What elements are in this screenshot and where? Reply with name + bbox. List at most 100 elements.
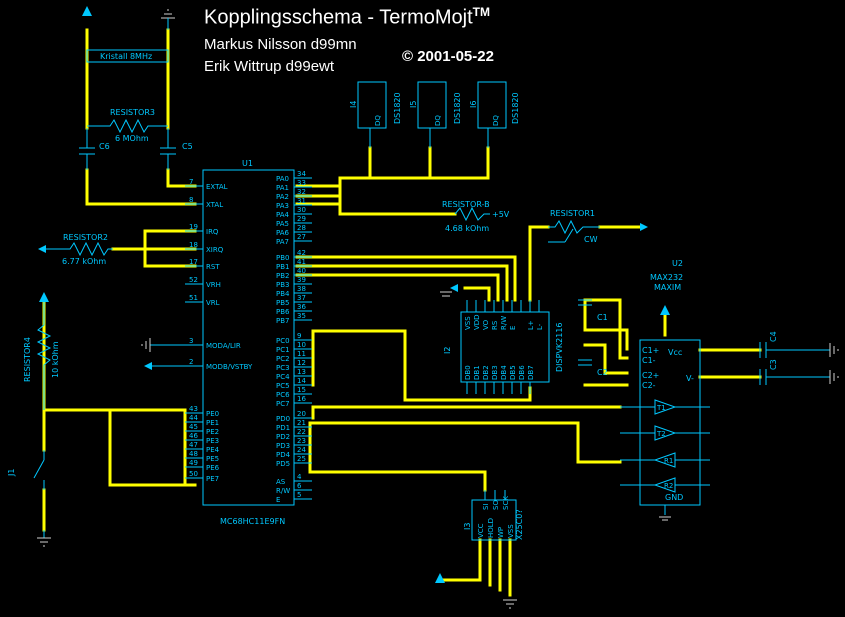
u1-pin-name: PE6 [206, 464, 220, 472]
u1-pin-num: 12 [297, 359, 306, 367]
disp-pin-name: L+ [527, 320, 535, 330]
date-label: © 2001-05-22 [402, 48, 494, 65]
u1-pin-num: 31 [297, 197, 306, 205]
x25-pin-name: WP [497, 527, 505, 538]
u1-pin-num: 30 [297, 206, 306, 214]
u1-pin-num: 10 [297, 341, 306, 349]
svg-text:C5: C5 [182, 142, 193, 151]
u1-pin-num: 50 [189, 470, 198, 478]
resistor-2: RESISTOR2 6.77 kOhm [38, 233, 113, 266]
svg-text:V-: V- [686, 374, 694, 383]
u1-pin-name: PE7 [206, 475, 219, 483]
disp-pin-name: L- [536, 323, 544, 330]
svg-text:Vcc: Vcc [668, 348, 682, 357]
u1-pin-num: 35 [297, 312, 306, 320]
svg-text:C1-: C1- [642, 356, 656, 365]
u1-pin-name: PD0 [276, 415, 290, 423]
u1-pin-num: 41 [297, 258, 306, 266]
u1-pin-num: 27 [297, 233, 306, 241]
u1-pin-name: MODA/LIR [206, 342, 241, 350]
u1-pin-name: AS [276, 478, 286, 486]
u1-pin-name: PD2 [276, 433, 290, 441]
u1-pin-num: 13 [297, 368, 306, 376]
disp-pin-name: DB7 [527, 365, 535, 380]
svg-text:MC68HC11E9FN: MC68HC11E9FN [220, 517, 285, 526]
svg-text:6 MOhm: 6 MOhm [115, 134, 149, 143]
capacitor-c4: C4 [759, 331, 839, 358]
svg-text:I4: I4 [349, 101, 358, 108]
u1-pin-name: PA7 [276, 238, 289, 246]
svg-text:DS1820: DS1820 [453, 92, 462, 124]
u1-pin-name: PD5 [276, 460, 290, 468]
x25-pin-name: VSS [507, 524, 515, 538]
svg-text:C1+: C1+ [642, 346, 659, 355]
u1-pin-num: 36 [297, 303, 306, 311]
u1-pin-name: VRH [206, 281, 221, 289]
u1-pin-name: PC1 [276, 346, 290, 354]
u1-pin-num: 17 [189, 258, 198, 266]
u1-pin-name: PA5 [276, 220, 289, 228]
u1-pin-name: PB1 [276, 263, 289, 271]
svg-text:DISPVK2116: DISPVK2116 [555, 323, 564, 373]
u1-pin-name: PB6 [276, 308, 290, 316]
u1-pin-num: 52 [189, 276, 198, 284]
capacitor-c6: C6 [79, 128, 110, 170]
svg-text:I6: I6 [469, 101, 478, 108]
u1-pin-num: 42 [297, 249, 306, 257]
u1-pin-num: 47 [189, 441, 198, 449]
u1-pin-num: 25 [297, 455, 306, 463]
x25-pin-name: VCC [477, 523, 485, 538]
x25-pin-name: HOLD [487, 518, 495, 538]
eeprom-supply-arrow [435, 573, 445, 583]
svg-text:10 kOhm: 10 kOhm [51, 341, 60, 378]
u1-pin-name: PB2 [276, 272, 289, 280]
u1-pin-name: PB0 [276, 254, 289, 262]
svg-text:DQ: DQ [434, 115, 442, 126]
disp-pin-name: RS [491, 320, 499, 330]
u1-pin-name: E [276, 496, 280, 504]
u1-pin-name: PA4 [276, 211, 290, 219]
author-1: Markus Nilsson d99mn [204, 36, 357, 53]
svg-text:U1: U1 [242, 159, 253, 168]
u1-pin-name: PB7 [276, 317, 289, 325]
svg-text:C6: C6 [99, 142, 110, 151]
resistor-4: RESISTOR4 10 kOhm [23, 292, 60, 410]
svg-text:RESISTOR1: RESISTOR1 [550, 209, 595, 218]
u1-pin-num: 39 [297, 276, 306, 284]
svg-text:DQ: DQ [374, 115, 382, 126]
u1-pin-num: 40 [297, 267, 306, 275]
svg-text:C2-: C2- [642, 381, 656, 390]
u1-pin-num: 14 [297, 377, 306, 385]
u1-pin-name: PC4 [276, 373, 290, 381]
u1-pin-num: 24 [297, 446, 306, 454]
max232-u2: U2 MAX232 MAXIM Vcc V- GND C1+ C1- C2+ C… [620, 259, 710, 521]
switch-j1: J1 [7, 450, 45, 490]
u1-pin-name: PE5 [206, 455, 219, 463]
modb-arrow [144, 362, 195, 370]
capacitor-c5: C5 [160, 128, 193, 170]
svg-text:R2: R2 [664, 482, 673, 490]
svg-text:U2: U2 [672, 259, 683, 268]
svg-text:RESISTOR2: RESISTOR2 [63, 233, 108, 242]
disp-pin-name: DB1 [473, 365, 481, 380]
svg-text:C3: C3 [769, 359, 778, 370]
u1-pin-num: 32 [297, 188, 306, 196]
svg-text:J1: J1 [7, 469, 16, 477]
u1-pin-name: PD3 [276, 442, 290, 450]
svg-text:+5V: +5V [492, 210, 510, 219]
svg-text:RESISTOR3: RESISTOR3 [110, 108, 155, 117]
u1-pin-name: PC0 [276, 337, 290, 345]
disp-pin-name: E [509, 326, 517, 330]
svg-text:T2: T2 [656, 430, 666, 438]
svg-text:RESISTOR-B: RESISTOR-B [442, 200, 490, 209]
u1-pin-num: 3 [189, 337, 193, 345]
svg-text:T1: T1 [656, 404, 666, 412]
u1-pin-num: 20 [297, 410, 306, 418]
svg-text:DQ: DQ [492, 115, 500, 126]
u1-pin-name: PE4 [206, 446, 220, 454]
u1-pin-name: R/W [276, 487, 290, 495]
disp-pin-name: VO [482, 319, 490, 330]
display-ground-arrow [440, 284, 458, 297]
svg-text:I3: I3 [463, 523, 472, 530]
